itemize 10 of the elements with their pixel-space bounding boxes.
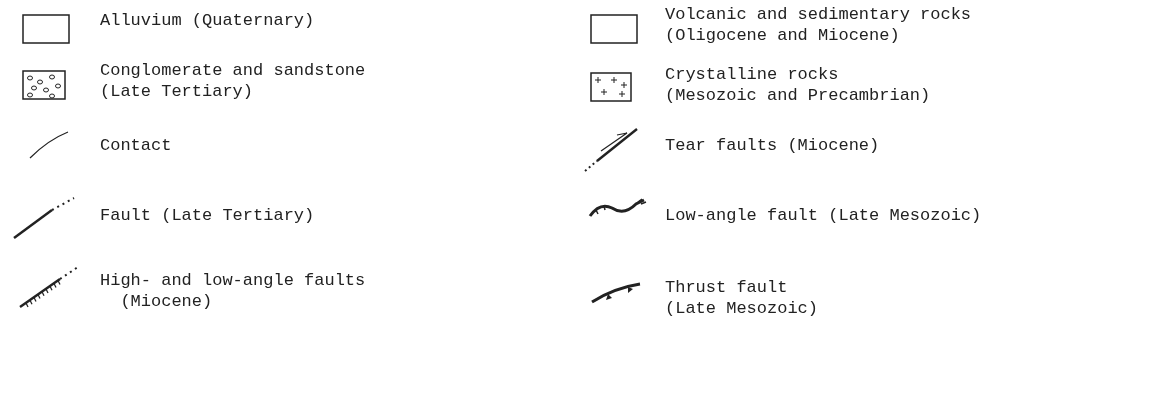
legend-text: Fault (Late Tertiary) — [100, 205, 316, 226]
legend-text: Contact — [100, 135, 173, 156]
legend-text: Conglomerate and sandstone (Late Tertiary) — [100, 60, 367, 102]
legend-text: Tear faults (Miocene) — [665, 135, 881, 156]
legend-text: Volcanic and sedimentary rocks (Oligocene and Miocene) — [665, 4, 973, 46]
legend-text: Low-angle fault (Late Mesozoic) — [665, 205, 983, 226]
legend-text: Alluvium (Quaternary) — [100, 10, 316, 31]
legend-text: Thrust fault (Late Mesozoic) — [665, 277, 818, 319]
legend-text: High- and low-angle faults (Miocene) — [100, 270, 367, 312]
legend-text: Crystalline rocks (Mesozoic and Precambrian) — [665, 64, 931, 106]
